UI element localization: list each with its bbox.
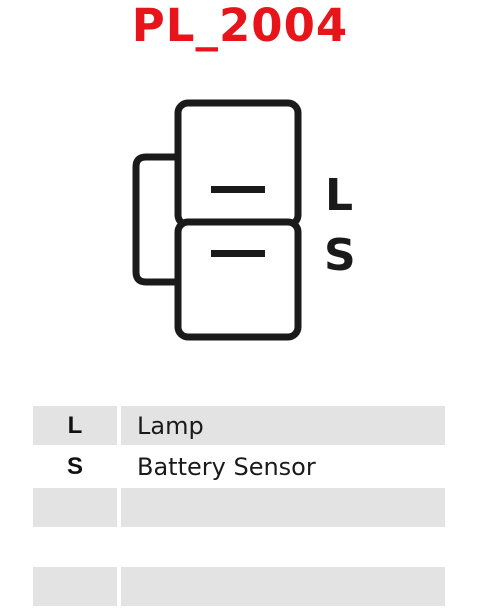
connector-latch — [132, 153, 178, 286]
legend-pin-description — [121, 488, 445, 527]
legend-pin-description: Lamp — [121, 406, 445, 445]
legend-row — [33, 488, 445, 527]
legend-row: S Battery Sensor — [33, 447, 445, 486]
legend-row — [33, 529, 445, 565]
terminal-bar-s — [211, 250, 265, 257]
pin-cavity-l — [174, 99, 302, 229]
pin-legend-table: L Lamp S Battery Sensor — [33, 406, 445, 608]
legend-pin-code — [33, 567, 117, 606]
diagram-title: PL_2004 — [131, 0, 349, 52]
legend-row: L Lamp — [33, 406, 445, 445]
legend-pin-code: S — [66, 453, 83, 480]
legend-pin-code — [33, 529, 117, 565]
terminal-bar-l — [211, 186, 265, 193]
legend-pin-description — [121, 567, 445, 606]
legend-pin-code — [33, 488, 117, 527]
legend-pin-code: L — [33, 406, 117, 445]
pin-label-s: S — [324, 230, 356, 281]
connector-diagram — [132, 99, 302, 341]
legend-pin-description: Battery Sensor — [137, 453, 316, 481]
legend-pin-description — [121, 529, 445, 565]
pin-label-l: L — [325, 170, 354, 221]
legend-row — [33, 567, 445, 606]
pin-cavity-s — [174, 218, 302, 341]
